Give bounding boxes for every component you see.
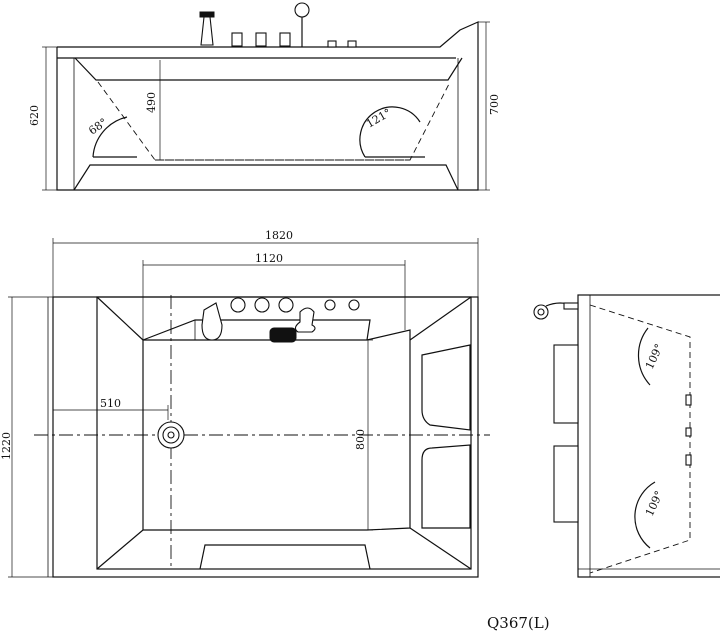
dim-800: 800 [354,429,367,450]
side-elevation-view [42,2,490,191]
angle-end-bottom: 109° [643,489,666,519]
angle-side-left: 68° [86,116,109,138]
dim-1220: 1220 [0,432,13,460]
dim-510: 510 [100,397,121,410]
dim-620: 620 [28,105,41,126]
angle-side-right: 121° [364,106,393,131]
angle-end-top: 109° [643,342,666,372]
dim-490: 490 [145,92,158,113]
dim-700: 700 [488,94,501,115]
dim-1820: 1820 [265,229,293,242]
dim-1120: 1120 [255,252,283,265]
plan-view [8,238,490,578]
end-elevation-view [533,294,720,578]
model-label: Q367(L) [487,614,550,631]
